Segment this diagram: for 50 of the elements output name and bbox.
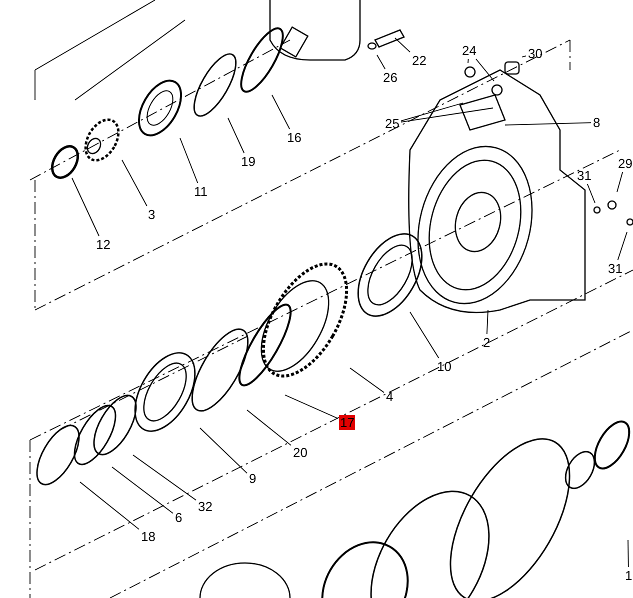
- leader-line: [486, 310, 488, 334]
- leader-line: [122, 160, 148, 206]
- callout-number: 11: [193, 184, 208, 199]
- callout-number: 31: [576, 168, 592, 183]
- leader-line: [112, 466, 174, 514]
- callout-number: 1: [624, 568, 633, 583]
- callout-number: 8: [592, 115, 602, 130]
- callout-number: 10: [436, 359, 452, 374]
- callout-number: 2: [482, 335, 492, 350]
- leader-line: [628, 540, 629, 568]
- callout-number: 20: [292, 445, 308, 460]
- callout-number: 3: [147, 207, 156, 222]
- leader-line: [400, 102, 464, 122]
- callout-number: 12: [95, 237, 112, 252]
- callout-number: 19: [240, 154, 256, 169]
- callout-number: 22: [411, 53, 428, 68]
- callout-number: 16: [286, 130, 302, 145]
- leader-line: [228, 118, 245, 154]
- callout-number: 25: [384, 116, 400, 131]
- leader-line: [522, 55, 526, 58]
- callout-number: 31: [607, 261, 624, 276]
- leader-line: [200, 428, 248, 474]
- callout-number: 29: [617, 156, 633, 171]
- callout-number: 32: [197, 499, 214, 514]
- leader-line: [132, 454, 196, 501]
- leader-line: [616, 172, 624, 192]
- leader-line: [586, 184, 596, 204]
- leader-line: [350, 368, 384, 393]
- callout-number: 26: [382, 70, 398, 85]
- leader-line: [400, 108, 494, 123]
- leader-line: [284, 394, 338, 419]
- leader-line: [617, 232, 628, 260]
- callout-number: 9: [248, 471, 258, 486]
- leader-line: [246, 410, 292, 446]
- callout-number: 18: [140, 529, 156, 544]
- callout-number: 17: [339, 415, 356, 430]
- leader-line: [394, 38, 410, 53]
- callout-number: 30: [527, 46, 544, 61]
- leader-line: [468, 58, 469, 64]
- leader-line: [410, 312, 440, 358]
- leader-line: [376, 54, 386, 70]
- callout-number: 4: [385, 389, 394, 404]
- leader-line: [504, 122, 592, 126]
- callout-number: 6: [174, 510, 184, 525]
- leader-line: [272, 94, 290, 130]
- leader-line: [80, 482, 140, 530]
- leader-line: [72, 178, 100, 236]
- callout-number: 24: [461, 43, 478, 58]
- leader-line: [476, 58, 494, 82]
- leader-line: [180, 138, 198, 184]
